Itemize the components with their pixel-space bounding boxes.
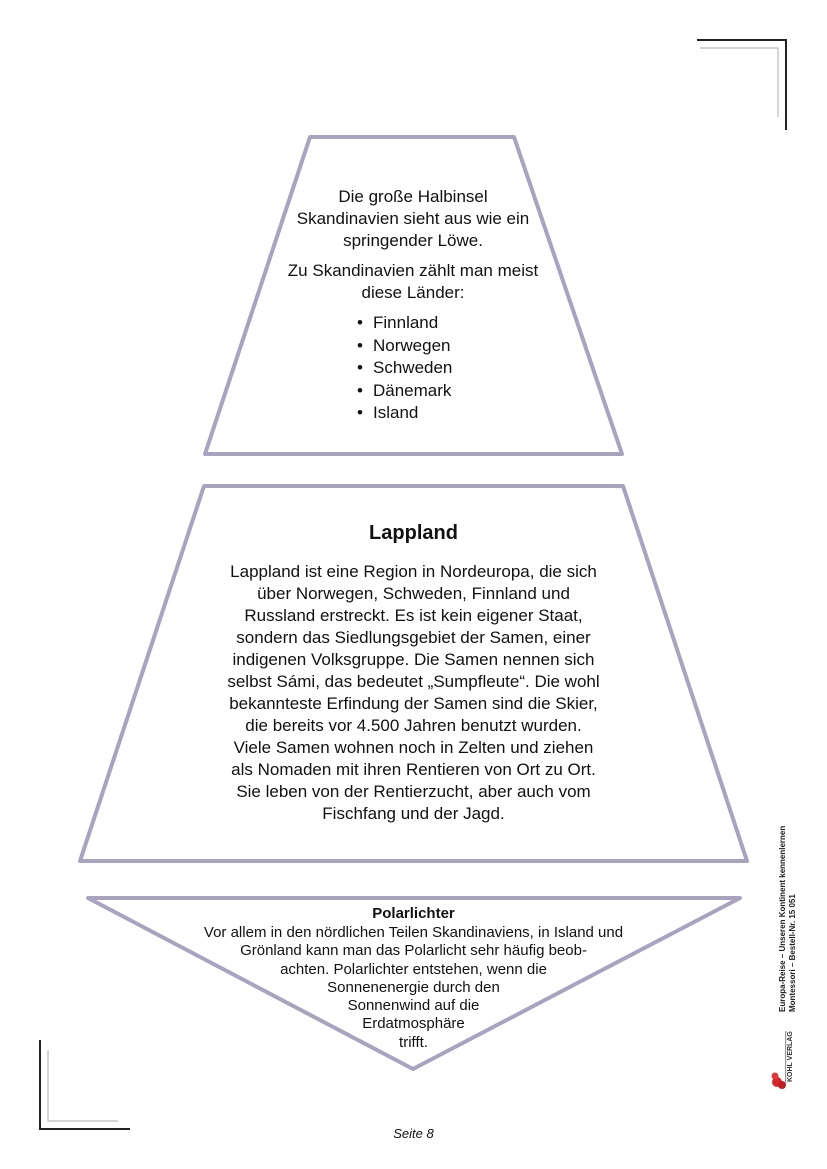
list-item: Norwegen bbox=[357, 335, 487, 358]
text-line: über Norwegen, Schweden, Finnland und bbox=[257, 584, 570, 603]
logo-text: KOHL VERLAG bbox=[787, 1031, 794, 1082]
text-line: indigenen Volksgruppe. Die Samen nennen … bbox=[232, 650, 595, 669]
trapezoid-middle bbox=[78, 484, 749, 863]
text-line: Sie leben von der Rentierzucht, aber auc… bbox=[236, 782, 591, 801]
page-number: Seite 8 bbox=[393, 1126, 434, 1141]
list-item: Schweden bbox=[357, 357, 487, 380]
side-line-title: Europa-Reise – Unseren Kontinent kennenl… bbox=[778, 825, 787, 1012]
lappland-text: Lappland ist eine Region in Nordeuropa, … bbox=[200, 561, 627, 825]
countries-intro: Zu Skandinavien zählt man meist diese Lä… bbox=[287, 261, 539, 302]
intro-text: Die große Halbinsel Skandinavien sieht a… bbox=[296, 187, 530, 250]
lappland-title: Lappland bbox=[369, 522, 458, 544]
text-line: selbst Sámi, das bedeutet „Sumpfleute“. … bbox=[227, 672, 600, 691]
text-line: als Nomaden mit ihren Rentieren von Ort … bbox=[231, 760, 596, 779]
text-line: Viele Samen wohnen noch in Zelten und zi… bbox=[233, 738, 594, 757]
text-line: Erdatmosphäre bbox=[362, 1015, 465, 1033]
publisher-side-text: Europa-Reise – Unseren Kontinent kennenl… bbox=[778, 826, 798, 1012]
text-line: Russland erstreckt. Es ist kein eigener … bbox=[244, 606, 583, 625]
text-line: Sonnenenergie durch den bbox=[327, 978, 500, 996]
list-item: Finnland bbox=[357, 312, 487, 335]
text-line: Vor allem in den nördlichen Teilen Skand… bbox=[203, 924, 624, 941]
text-line: bekannteste Erfindung der Samen sind die… bbox=[229, 694, 598, 713]
corner-mark-top-right bbox=[697, 39, 787, 130]
section-skandinavien: Die große Halbinsel Skandinavien sieht a… bbox=[285, 186, 541, 425]
text-line: Fischfang und der Jagd. bbox=[322, 804, 505, 823]
corner-mark-bottom-left bbox=[39, 1040, 130, 1130]
polarlichter-title: Polarlichter bbox=[372, 905, 455, 922]
text-line: achten. Polarlichter entstehen, wenn die bbox=[280, 960, 547, 978]
list-item: Dänemark bbox=[357, 380, 487, 403]
text-line: trifft. bbox=[399, 1033, 428, 1051]
country-list: Finnland Norwegen Schweden Dänemark Isla… bbox=[357, 312, 487, 425]
list-item: Island bbox=[357, 402, 487, 425]
side-line-order: Montessori – Bestell-Nr. 15 051 bbox=[788, 894, 797, 1012]
text-line: Lappland ist eine Region in Nordeuropa, … bbox=[230, 562, 597, 581]
polarlichter-text: Vor allem in den nördlichen Teilen Skand… bbox=[0, 924, 827, 1052]
text-line: die bereits vor 4.500 Jahren benutzt wur… bbox=[245, 716, 582, 735]
text-line: sondern das Siedlungsgebiet der Samen, e… bbox=[236, 628, 591, 647]
text-line: Grönland kann man das Polarlicht sehr hä… bbox=[240, 942, 587, 960]
text-line: Sonnenwind auf die bbox=[347, 997, 480, 1015]
kohl-verlag-logo-icon: KOHL VERLAG bbox=[771, 1031, 794, 1089]
triangle-bottom bbox=[86, 896, 742, 1071]
trapezoid-top bbox=[203, 135, 624, 456]
